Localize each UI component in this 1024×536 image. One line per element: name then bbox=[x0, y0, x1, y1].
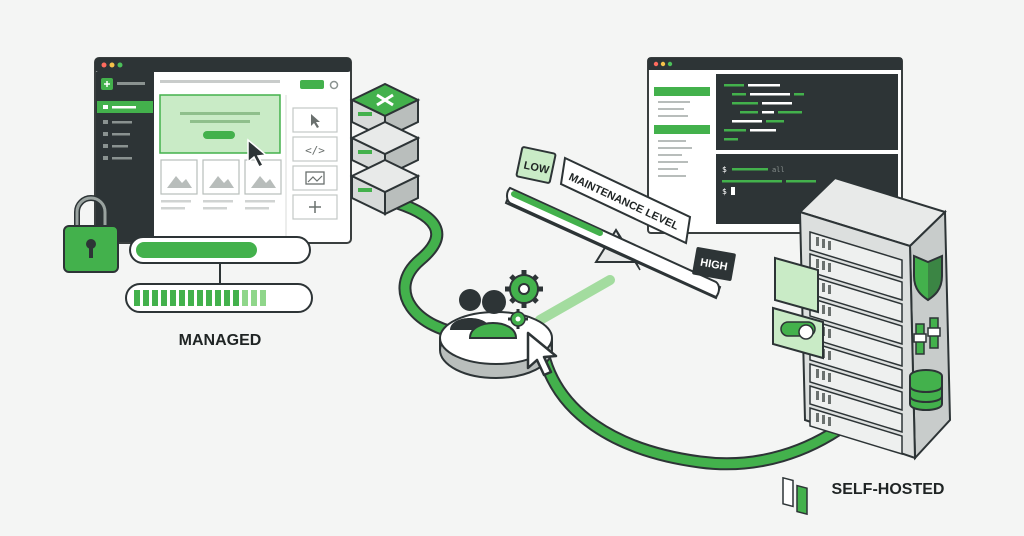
tool-image[interactable] bbox=[292, 165, 338, 191]
rack-unit bbox=[809, 362, 903, 412]
maintenance-level-slider bbox=[504, 186, 722, 300]
managed-striped-segment bbox=[170, 290, 176, 306]
managed-progress-bar bbox=[129, 236, 311, 264]
managed-striped-segment bbox=[179, 290, 185, 306]
managed-striped-segment bbox=[242, 290, 248, 306]
hero-block[interactable] bbox=[159, 94, 281, 154]
managed-striped-segment bbox=[143, 290, 149, 306]
low-tag: LOW bbox=[515, 146, 557, 184]
managed-striped-segment bbox=[188, 290, 194, 306]
gear-icon bbox=[505, 270, 543, 308]
managed-striped-segment bbox=[224, 290, 230, 306]
settings-icon[interactable] bbox=[329, 80, 339, 90]
managed-striped-segment bbox=[134, 290, 140, 306]
gear-icon bbox=[508, 309, 528, 329]
image-icon bbox=[209, 176, 234, 188]
file-tree-item-active[interactable] bbox=[654, 87, 710, 96]
tool-code[interactable] bbox=[292, 136, 338, 162]
managed-browser-window: </> bbox=[94, 57, 352, 244]
maintenance-level-fill bbox=[511, 191, 603, 236]
rack-unit bbox=[809, 406, 903, 456]
window-close-dot[interactable] bbox=[101, 62, 107, 68]
lock-icon bbox=[63, 195, 119, 273]
code-icon: </> bbox=[305, 144, 325, 157]
window-maximize-dot[interactable] bbox=[667, 61, 673, 67]
image-icon bbox=[167, 176, 192, 188]
file-tree bbox=[654, 76, 710, 177]
managed-striped-segment bbox=[233, 290, 239, 306]
image-icon bbox=[251, 176, 276, 188]
cursor-icon bbox=[247, 138, 268, 169]
managed-striped-segment bbox=[260, 290, 266, 306]
high-label: HIGH bbox=[699, 257, 728, 274]
hero-cta-button[interactable] bbox=[203, 131, 235, 139]
connector-path bbox=[381, 193, 852, 471]
terminal-prompt: $ bbox=[722, 165, 727, 174]
managed-striped-progress-bar bbox=[125, 283, 313, 313]
window-close-dot[interactable] bbox=[653, 61, 659, 67]
low-label: LOW bbox=[523, 160, 551, 177]
managed-striped-segment bbox=[197, 290, 203, 306]
terminal-prompt-2: $ bbox=[722, 187, 727, 196]
shield-icon bbox=[913, 254, 943, 302]
self-hosted-label: SELF-HOSTED bbox=[832, 481, 945, 498]
high-tag: HIGH bbox=[692, 247, 736, 281]
cursor-icon bbox=[311, 114, 320, 128]
window-maximize-dot[interactable] bbox=[117, 62, 123, 68]
server-stack bbox=[349, 82, 421, 216]
window-minimize-dot[interactable] bbox=[660, 61, 666, 67]
users-icon bbox=[450, 289, 518, 339]
cursor-icon bbox=[526, 331, 558, 377]
managed-striped-segment bbox=[206, 290, 212, 306]
window-minimize-dot[interactable] bbox=[109, 62, 115, 68]
managed-striped-segment bbox=[152, 290, 158, 306]
control-knobs bbox=[913, 317, 941, 355]
managed-striped-segment bbox=[215, 290, 221, 306]
image-cards bbox=[160, 159, 282, 210]
rack-unit bbox=[809, 230, 903, 280]
plus-icon bbox=[309, 201, 321, 213]
rack-unit bbox=[809, 252, 903, 302]
file-tree-item-active[interactable] bbox=[654, 125, 710, 134]
terminal-command: all bbox=[772, 166, 785, 174]
managed-label: MANAGED bbox=[179, 332, 262, 349]
managed-progress-fill bbox=[136, 242, 257, 258]
terminal-cursor bbox=[731, 187, 735, 195]
server-rack bbox=[798, 176, 952, 461]
managed-striped-segment bbox=[251, 290, 257, 306]
publish-button[interactable] bbox=[300, 80, 324, 89]
rack-unit bbox=[809, 384, 903, 434]
database-icon bbox=[909, 369, 943, 411]
managed-striped-segment bbox=[161, 290, 167, 306]
config-toggle-switch[interactable] bbox=[772, 306, 824, 360]
config-toggle-card[interactable] bbox=[774, 256, 819, 516]
